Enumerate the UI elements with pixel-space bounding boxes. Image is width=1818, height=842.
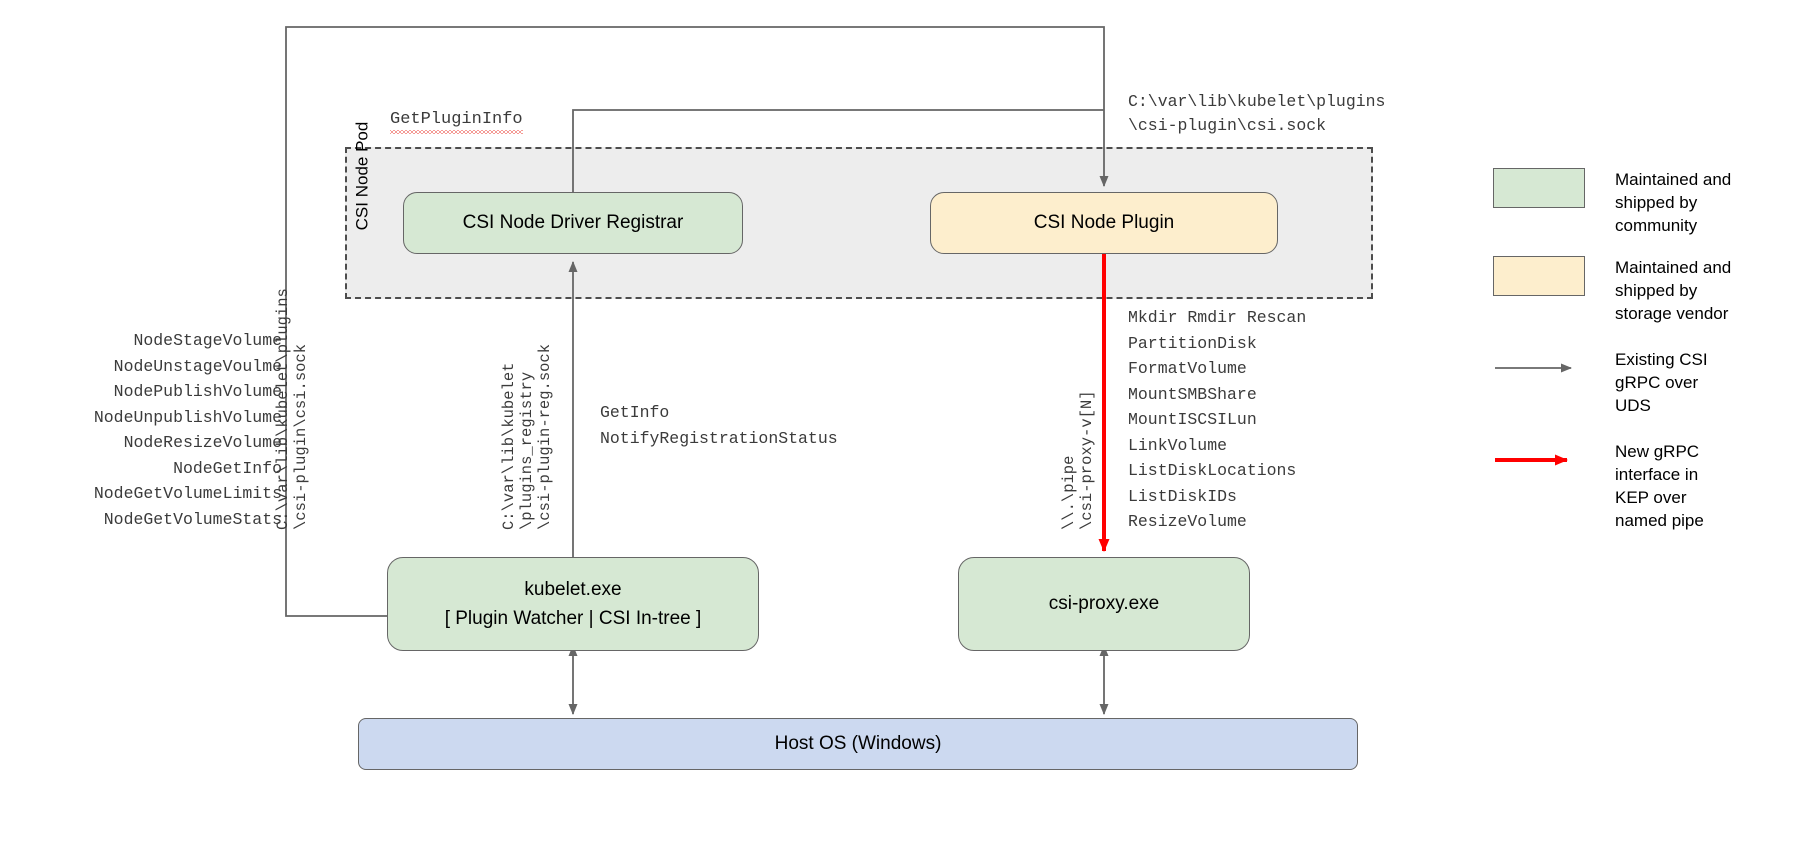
box-kubelet-exe-sublabel: [ Plugin Watcher | CSI In-tree ] [444, 607, 702, 629]
list-csi-proxy-operations: Mkdir Rmdir Rescan PartitionDisk FormatV… [1128, 308, 1307, 531]
csi-node-pod-label: CSI Node Pod [351, 122, 373, 284]
label-get-plugin-info-text: GetPluginInfo [390, 110, 523, 134]
legend-item-community: Maintained and shipped by community [1493, 168, 1731, 237]
legend-label-existing-csi-grpc: Existing CSI gRPC over UDS [1615, 350, 1708, 415]
legend-item-new-grpc: New gRPC interface in KEP over named pip… [1493, 440, 1704, 532]
box-csi-node-driver-registrar[interactable]: CSI Node Driver Registrar [403, 192, 743, 254]
list-csi-node-rpcs: NodeStageVolume NodeUnstageVoulme NodePu… [93, 331, 282, 529]
legend-label-community: Maintained and shipped by community [1615, 170, 1732, 235]
box-csi-node-plugin[interactable]: CSI Node Plugin [930, 192, 1278, 254]
legend-arrow-gray-icon [1493, 348, 1585, 388]
csi-node-pod-label-text: CSI Node Pod [352, 121, 371, 231]
legend-item-existing-csi-grpc: Existing CSI gRPC over UDS [1493, 348, 1708, 417]
label-registrar-getinfo: GetInfo NotifyRegistrationStatus [600, 403, 838, 448]
legend-label-new-grpc: New gRPC interface in KEP over named pip… [1615, 442, 1704, 530]
label-registration-sock-path-vertical: C:\var\lib\kubelet \plugins_registry \cs… [500, 343, 554, 530]
box-csi-proxy-exe-label: csi-proxy.exe [1048, 593, 1160, 615]
box-host-os-label: Host OS (Windows) [774, 733, 942, 755]
legend-arrow-red-icon [1493, 440, 1585, 480]
box-csi-proxy-exe[interactable]: csi-proxy.exe [958, 557, 1250, 651]
legend-item-vendor: Maintained and shipped by storage vendor [1493, 256, 1731, 325]
box-host-os[interactable]: Host OS (Windows) [358, 718, 1358, 770]
box-csi-node-plugin-label: CSI Node Plugin [1033, 212, 1175, 234]
label-get-plugin-info: GetPluginInfo [390, 110, 523, 134]
label-plugin-socket-path: C:\var\lib\kubelet\plugins \csi-plugin\c… [1128, 92, 1386, 135]
box-csi-node-driver-registrar-label: CSI Node Driver Registrar [462, 212, 684, 234]
legend-swatch-vendor-yellow [1493, 256, 1585, 296]
label-csi-sock-path-vertical: C:\var\lib\kubelet\plugins \csi-plugin\c… [274, 288, 310, 530]
box-kubelet-exe-label: kubelet.exe [524, 578, 622, 600]
legend-swatch-community-green [1493, 168, 1585, 208]
label-named-pipe-vertical: \\.\pipe \csi-proxy-v[N] [1060, 390, 1096, 530]
legend-label-vendor: Maintained and shipped by storage vendor [1615, 258, 1732, 323]
box-kubelet-exe[interactable]: kubelet.exe [ Plugin Watcher | CSI In-tr… [387, 557, 759, 651]
